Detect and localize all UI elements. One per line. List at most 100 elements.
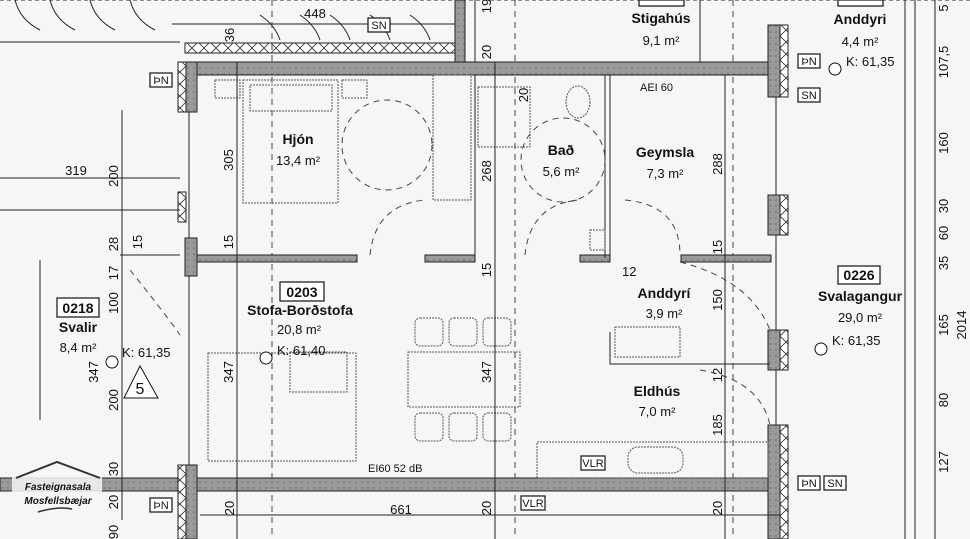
room-area-geymsla: 7,3 m² — [647, 166, 685, 181]
dim-5: 5 — [936, 4, 951, 11]
dim-268: 268 — [479, 160, 494, 182]
markers: ÞN SN ÞN SN ÞN SN ÞN VLR VLR — [149, 17, 847, 513]
level-svalagangur: K: 61,35 — [832, 333, 880, 348]
room-area-svalagangur: 29,0 m² — [838, 310, 883, 325]
dim-347: 347 — [86, 361, 101, 383]
level-marker-icon — [259, 351, 273, 365]
watermark-line2: Mosfellsbæjar — [24, 496, 92, 507]
room-area-hjon: 13,4 m² — [276, 153, 321, 168]
room-area-eldhus: 7,0 m² — [639, 404, 677, 419]
dim-80: 80 — [936, 393, 951, 407]
room-id-0226: 0226 — [843, 267, 874, 283]
dim-20: 20 — [516, 88, 531, 102]
dim-12: 12 — [710, 368, 725, 382]
dim-15: 15 — [479, 263, 494, 277]
dim-36: 36 — [222, 28, 237, 42]
room-name-svalir: Svalir — [59, 319, 98, 335]
dim-288: 288 — [710, 153, 725, 175]
vlr-marker: VLR — [522, 498, 543, 510]
dim-15: 15 — [130, 235, 145, 249]
room-area-svalir: 8,4 m² — [60, 340, 98, 355]
dim-20: 20 — [710, 501, 725, 515]
room-area-anddyri: 3,9 m² — [646, 306, 684, 321]
dim-35: 35 — [936, 256, 951, 270]
room-labels: Stigahús 9,1 m² Anddyri 4,4 m² K: 61,35 … — [56, 0, 903, 475]
room-id-box-0203 — [279, 281, 325, 302]
dim-100: 100 — [106, 292, 121, 314]
sn-marker: SN — [801, 90, 816, 102]
furniture — [129, 74, 771, 479]
sn-marker: SN — [827, 478, 842, 490]
dim-319: 319 — [65, 163, 87, 178]
level-anddyri-top: K: 61,35 — [846, 54, 894, 69]
watermark-logo: Fasteignasala Mosfellsbæjar — [12, 460, 102, 520]
dim-2014: 2014 — [954, 311, 969, 340]
room-name-anddyri-top: Anddyri — [834, 11, 887, 27]
dim-200: 200 — [106, 389, 121, 411]
room-name-stofa: Stofa-Borðstofa — [247, 302, 353, 318]
fire-rating-aei60: AEI 60 — [640, 82, 673, 94]
dim-15: 15 — [221, 235, 236, 249]
dim-160: 160 — [936, 132, 951, 154]
watermark-line1: Fasteignasala — [25, 482, 92, 493]
pn-marker: ÞN — [801, 478, 816, 490]
sn-marker: SN — [371, 20, 386, 32]
level-svalir: K: 61,35 — [122, 345, 170, 360]
triangle-marker-icon — [123, 364, 159, 399]
dim-17: 17 — [106, 266, 121, 280]
dim-15: 15 — [710, 240, 725, 254]
dim-28: 28 — [106, 237, 121, 251]
dim-185: 185 — [710, 414, 725, 436]
room-name-svalagangur: Svalagangur — [818, 288, 903, 304]
level-marker-icon — [814, 342, 828, 356]
room-id-0203: 0203 — [286, 284, 317, 300]
dim-347: 347 — [479, 361, 494, 383]
pn-marker: ÞN — [801, 56, 816, 68]
room-name-eldhus: Eldhús — [634, 383, 681, 399]
room-id-0218: 0218 — [62, 300, 93, 316]
room-name-stigahus: Stigahús — [631, 10, 690, 26]
dim-127: 127 — [936, 451, 951, 473]
dim-20: 20 — [106, 495, 121, 509]
dim-12: 12 — [622, 264, 636, 279]
room-name-anddyri: Anddyrí — [638, 285, 692, 301]
dim-165: 165 — [936, 314, 951, 336]
dim-107-5: 107,5 — [936, 46, 951, 79]
room-id-box-0218 — [56, 297, 100, 318]
room-area-stofa: 20,8 m² — [277, 322, 322, 337]
dimensions: 448 36 319 200 305 15 28 15 268 20 20 28… — [65, 0, 969, 539]
triangle-number: 5 — [136, 381, 145, 398]
dim-60: 60 — [936, 226, 951, 240]
room-id-0211 — [638, 0, 685, 7]
vlr-marker: VLR — [582, 458, 603, 470]
dim-305: 305 — [221, 149, 236, 171]
room-area-bad: 5,6 m² — [543, 164, 581, 179]
dim-20: 20 — [479, 45, 494, 59]
dimension-lines — [0, 0, 936, 539]
level-marker-icon — [105, 355, 119, 369]
room-area-stigahus: 9,1 m² — [643, 33, 681, 48]
room-name-bad: Bað — [548, 142, 574, 158]
dim-20: 20 — [222, 501, 237, 515]
dim-20: 20 — [479, 501, 494, 515]
level-marker-icon — [828, 62, 842, 76]
room-id-box-0226 — [837, 265, 881, 285]
room-id-0227 — [837, 0, 884, 7]
walls — [0, 0, 916, 539]
dim-19: 19 — [479, 0, 494, 13]
room-name-geymsla: Geymsla — [636, 144, 695, 160]
dim-200: 200 — [106, 165, 121, 187]
dim-448: 448 — [304, 6, 326, 21]
dim-90: 90 — [106, 525, 121, 539]
dim-30: 30 — [106, 462, 121, 476]
wall-rating: EI60 52 dB — [368, 463, 422, 475]
level-stofa: K: 61,40 — [277, 343, 325, 358]
dim-30: 30 — [936, 199, 951, 213]
room-area-anddyri-top: 4,4 m² — [842, 34, 880, 49]
pn-marker: ÞN — [153, 500, 168, 512]
dim-150: 150 — [710, 289, 725, 311]
dim-661: 661 — [390, 502, 412, 517]
pn-marker: ÞN — [153, 75, 168, 87]
